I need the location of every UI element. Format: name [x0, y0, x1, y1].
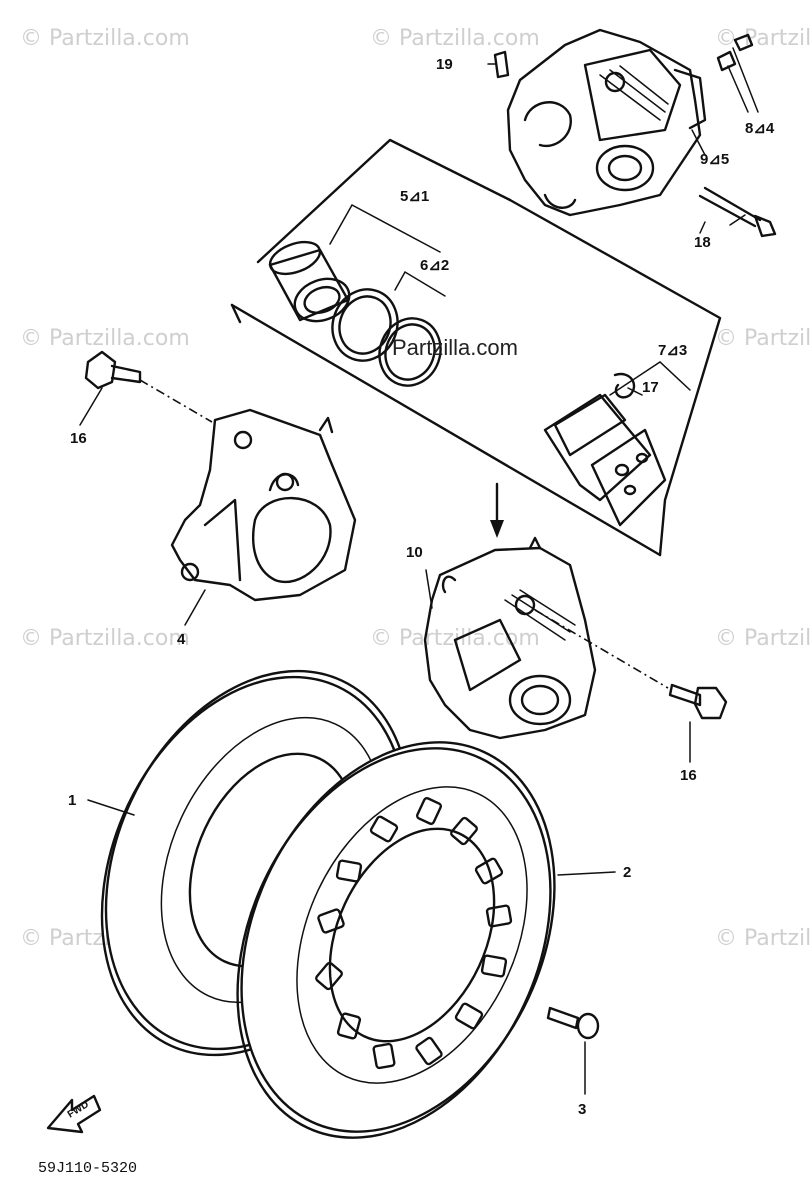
- watermark: © Partzilla.com: [370, 626, 540, 651]
- callout-18: 18: [694, 234, 711, 251]
- brake-disc-2: [236, 741, 556, 1139]
- callout-7-13: 7⊿3: [658, 342, 687, 359]
- callout-3: 3: [578, 1101, 586, 1118]
- disc-bolt-3: [546, 1006, 600, 1040]
- mounting-bolt-left: [84, 350, 213, 423]
- right-caliper: [423, 536, 597, 740]
- watermark: © Partzilla.com: [20, 326, 190, 351]
- callout-labels: 1 2 3 4 10 16 16 17 18 19 5⊿1 6⊿2 7⊿3 8⊿…: [68, 56, 775, 1118]
- forward-arrow: FWD: [46, 1094, 102, 1134]
- callout-2: 2: [623, 864, 631, 881]
- disc-vent-slots: [315, 797, 513, 1070]
- watermark: © Partzilla.com: [715, 926, 810, 951]
- watermark: © Partzilla.com: [715, 26, 810, 51]
- callout-19: 19: [436, 56, 453, 73]
- retaining-pin-19: [493, 50, 510, 79]
- callout-1: 1: [68, 792, 76, 809]
- upper-caliper: [506, 28, 707, 217]
- watermark: © Partzilla.com: [20, 26, 190, 51]
- bleed-screw: [716, 33, 759, 113]
- callout-16-left: 16: [70, 430, 87, 447]
- callout-16-right: 16: [680, 767, 697, 784]
- mounting-bolt-right: [534, 609, 728, 720]
- piston-seals: [331, 288, 442, 387]
- piston: [268, 240, 351, 323]
- watermark: © Partzilla.com: [715, 626, 810, 651]
- left-caliper: [170, 408, 357, 602]
- diagram-code: 59J110-5320: [38, 1160, 137, 1177]
- kit-bracket: [230, 138, 722, 557]
- callout-9-15: 9⊿5: [700, 151, 729, 168]
- brake-pads: [543, 372, 667, 527]
- callout-8-14: 8⊿4: [745, 120, 775, 137]
- callout-10: 10: [406, 544, 423, 561]
- watermark: © Partzilla.com: [715, 326, 810, 351]
- leader-lines: [79, 63, 706, 1095]
- callout-5-11: 5⊿1: [400, 188, 429, 205]
- center-watermark: Partzilla.com: [392, 335, 518, 360]
- callout-17: 17: [642, 379, 659, 396]
- watermark: © Partzilla.com: [20, 626, 190, 651]
- callout-6-12: 6⊿2: [420, 257, 449, 274]
- callout-4: 4: [177, 631, 186, 648]
- pad-pin-18: [698, 186, 777, 238]
- watermark: © Partzilla.com: [370, 26, 540, 51]
